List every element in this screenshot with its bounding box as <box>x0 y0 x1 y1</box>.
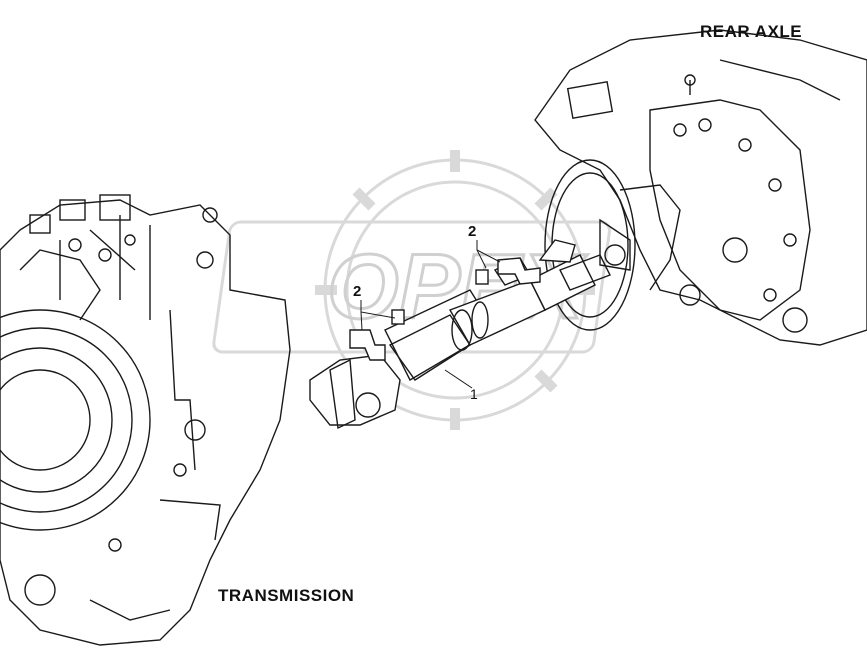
transmission-label: TRANSMISSION <box>218 586 355 605</box>
callout-shaft: 1 <box>470 386 478 402</box>
callout-bolt-upper: 2 <box>468 223 477 240</box>
callout-leaders <box>360 240 501 389</box>
rear-axle-housing <box>534 29 867 346</box>
transmission-housing <box>0 194 291 646</box>
callout-bolt-lower: 2 <box>353 283 362 300</box>
clamps <box>349 257 541 361</box>
drive-shaft <box>309 239 611 430</box>
rear-axle-label: REAR AXLE <box>700 22 803 41</box>
